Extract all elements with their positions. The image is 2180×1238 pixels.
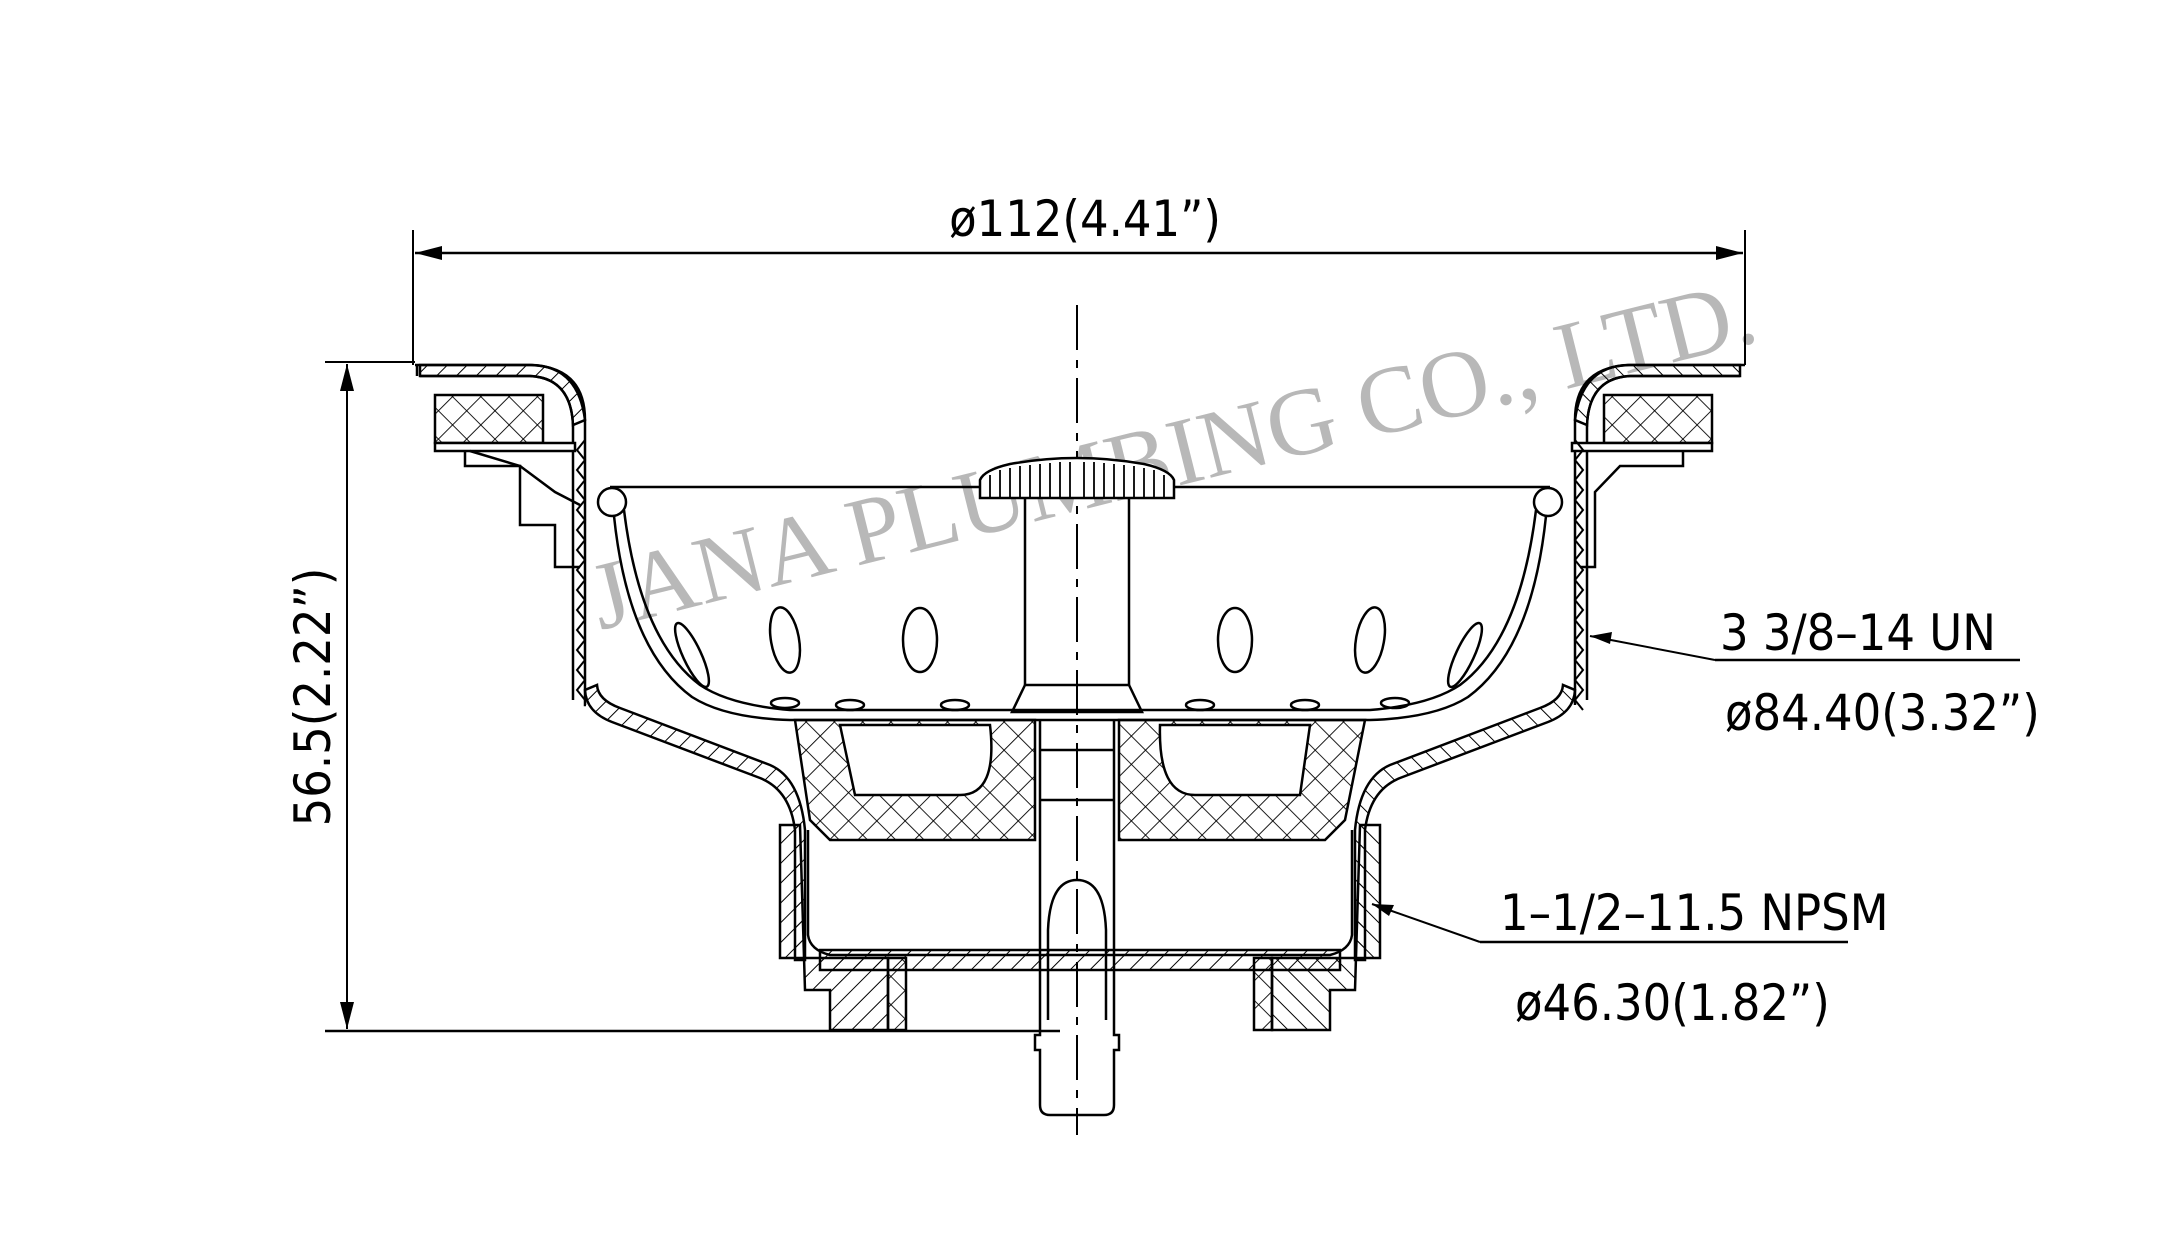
- body-threads: [575, 439, 1585, 711]
- overall-height-dimension: 56.5(2.22”): [284, 361, 1060, 1033]
- overall-diameter-dimension: ø112(4.41”): [412, 190, 1746, 365]
- leader-arrow-icon: [1590, 632, 1612, 644]
- strainer-basket: [596, 485, 1564, 722]
- tail-thread-callout: 1–1/2–11.5 NPSM ø46.30(1.82”): [1371, 884, 1889, 1032]
- body-thread-diameter-label: ø84.40(3.32”): [1725, 684, 2040, 742]
- body-thread-callout: 3 3/8–14 UN ø84.40(3.32”): [1589, 604, 2040, 742]
- rubber-stopper: [793, 718, 1367, 842]
- strainer-knob: [978, 456, 1176, 500]
- tail-thread-diameter-label: ø46.30(1.82”): [1515, 974, 1830, 1032]
- arrow-left-icon: [415, 246, 442, 260]
- overall-diameter-label: ø112(4.41”): [949, 190, 1221, 248]
- leader-arrow-icon: [1372, 904, 1394, 916]
- tail-housing: [778, 823, 1382, 1032]
- overall-height-label: 56.5(2.22”): [284, 568, 342, 827]
- arrow-right-icon: [1716, 246, 1743, 260]
- strainer-stem: [1010, 498, 1144, 1117]
- body-thread-label: 3 3/8–14 UN: [1720, 604, 1996, 662]
- flange-body: [415, 363, 1745, 707]
- body-funnel: [583, 683, 1577, 962]
- arrow-up-icon: [340, 364, 354, 391]
- locknut-brackets: [463, 449, 1685, 569]
- arrow-down-icon: [340, 1002, 354, 1029]
- tail-thread-label: 1–1/2–11.5 NPSM: [1500, 884, 1889, 942]
- flange-gaskets: [433, 393, 1714, 453]
